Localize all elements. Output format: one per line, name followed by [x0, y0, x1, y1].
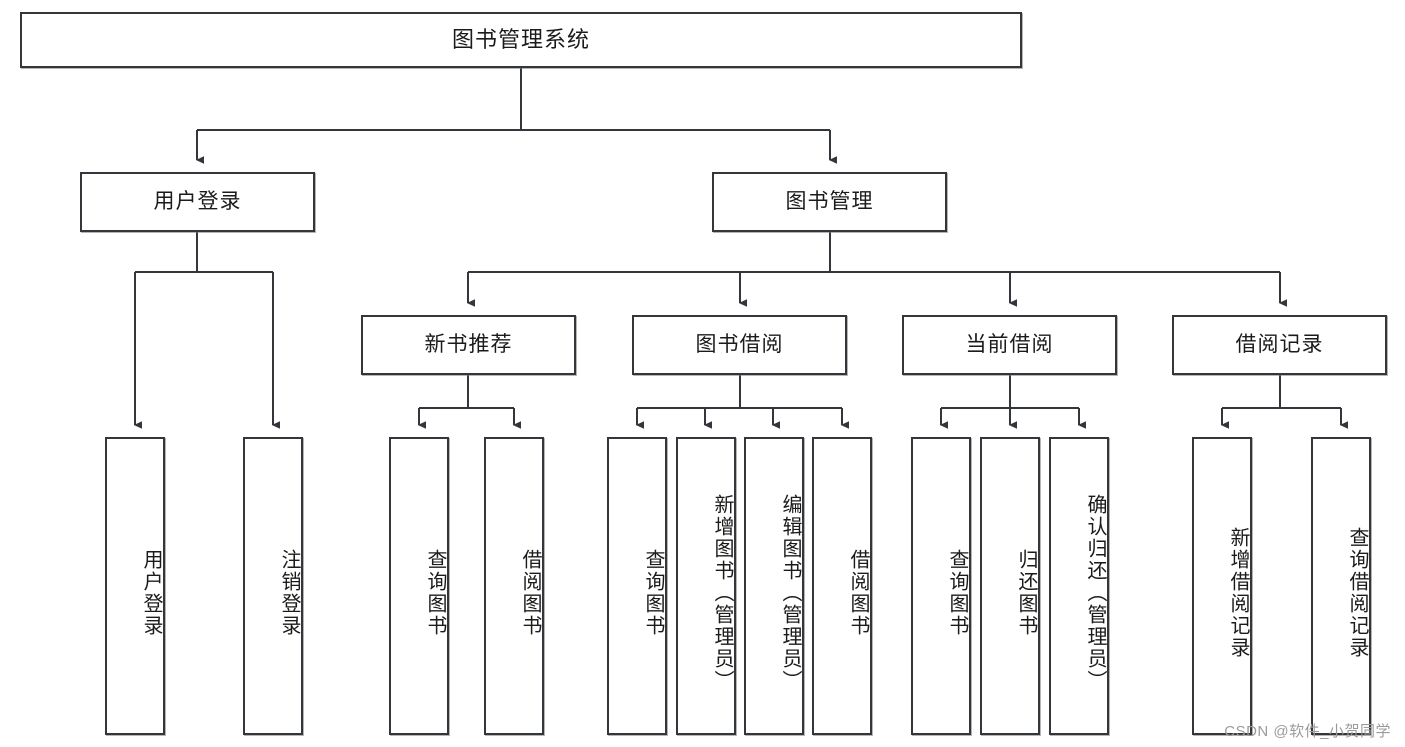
node-root-label: 图书管理系统: [451, 26, 590, 52]
node-leaf-borrow-book-2-label: 借阅图书: [847, 549, 869, 637]
node-leaf-query-book-3[interactable]: 查询图书: [911, 437, 971, 735]
node-leaf-query-record-label: 查询借阅记录: [1346, 527, 1368, 659]
watermark: CSDN @软件_小贺同学: [1224, 723, 1391, 740]
node-book-manage[interactable]: 图书管理: [712, 172, 947, 232]
node-leaf-edit-book[interactable]: 编辑图书（管理员）: [744, 437, 804, 735]
node-new-book-recommend[interactable]: 新书推荐: [361, 315, 576, 375]
node-current-borrow-label: 当前借阅: [965, 333, 1054, 357]
node-leaf-query-book-1-label: 查询图书: [424, 549, 446, 637]
node-leaf-query-book-2[interactable]: 查询图书: [607, 437, 667, 735]
node-leaf-logout-label: 注销登录: [278, 549, 300, 637]
node-borrow-record-label: 借阅记录: [1235, 333, 1324, 357]
node-leaf-return-book[interactable]: 归还图书: [980, 437, 1040, 735]
node-leaf-add-record-label: 新增借阅记录: [1227, 527, 1249, 659]
node-leaf-borrow-book-1-label: 借阅图书: [519, 549, 541, 637]
node-leaf-borrow-book-2[interactable]: 借阅图书: [812, 437, 872, 735]
node-root[interactable]: 图书管理系统: [20, 12, 1022, 68]
node-leaf-query-book-1[interactable]: 查询图书: [389, 437, 449, 735]
node-borrow-record[interactable]: 借阅记录: [1172, 315, 1387, 375]
node-book-borrow-label: 图书借阅: [695, 333, 784, 357]
node-current-borrow[interactable]: 当前借阅: [902, 315, 1117, 375]
node-leaf-return-book-label: 归还图书: [1015, 549, 1037, 637]
node-leaf-edit-book-label: 编辑图书（管理员）: [779, 494, 801, 692]
node-leaf-add-book[interactable]: 新增图书（管理员）: [676, 437, 736, 735]
node-leaf-query-record[interactable]: 查询借阅记录: [1311, 437, 1371, 735]
node-leaf-add-book-label: 新增图书（管理员）: [711, 494, 733, 692]
node-book-borrow[interactable]: 图书借阅: [632, 315, 847, 375]
node-leaf-query-book-3-label: 查询图书: [946, 549, 968, 637]
node-leaf-confirm-return-label: 确认归还（管理员）: [1084, 494, 1106, 692]
node-book-manage-label: 图书管理: [785, 190, 874, 214]
node-leaf-user-login-label: 用户登录: [140, 549, 162, 637]
node-leaf-confirm-return[interactable]: 确认归还（管理员）: [1049, 437, 1109, 735]
node-new-book-recommend-label: 新书推荐: [424, 333, 513, 357]
node-leaf-borrow-book-1[interactable]: 借阅图书: [484, 437, 544, 735]
node-leaf-logout[interactable]: 注销登录: [243, 437, 303, 735]
node-leaf-add-record[interactable]: 新增借阅记录: [1192, 437, 1252, 735]
node-user-login[interactable]: 用户登录: [80, 172, 315, 232]
node-user-login-label: 用户登录: [153, 190, 242, 214]
node-leaf-query-book-2-label: 查询图书: [642, 549, 664, 637]
node-leaf-user-login[interactable]: 用户登录: [105, 437, 165, 735]
